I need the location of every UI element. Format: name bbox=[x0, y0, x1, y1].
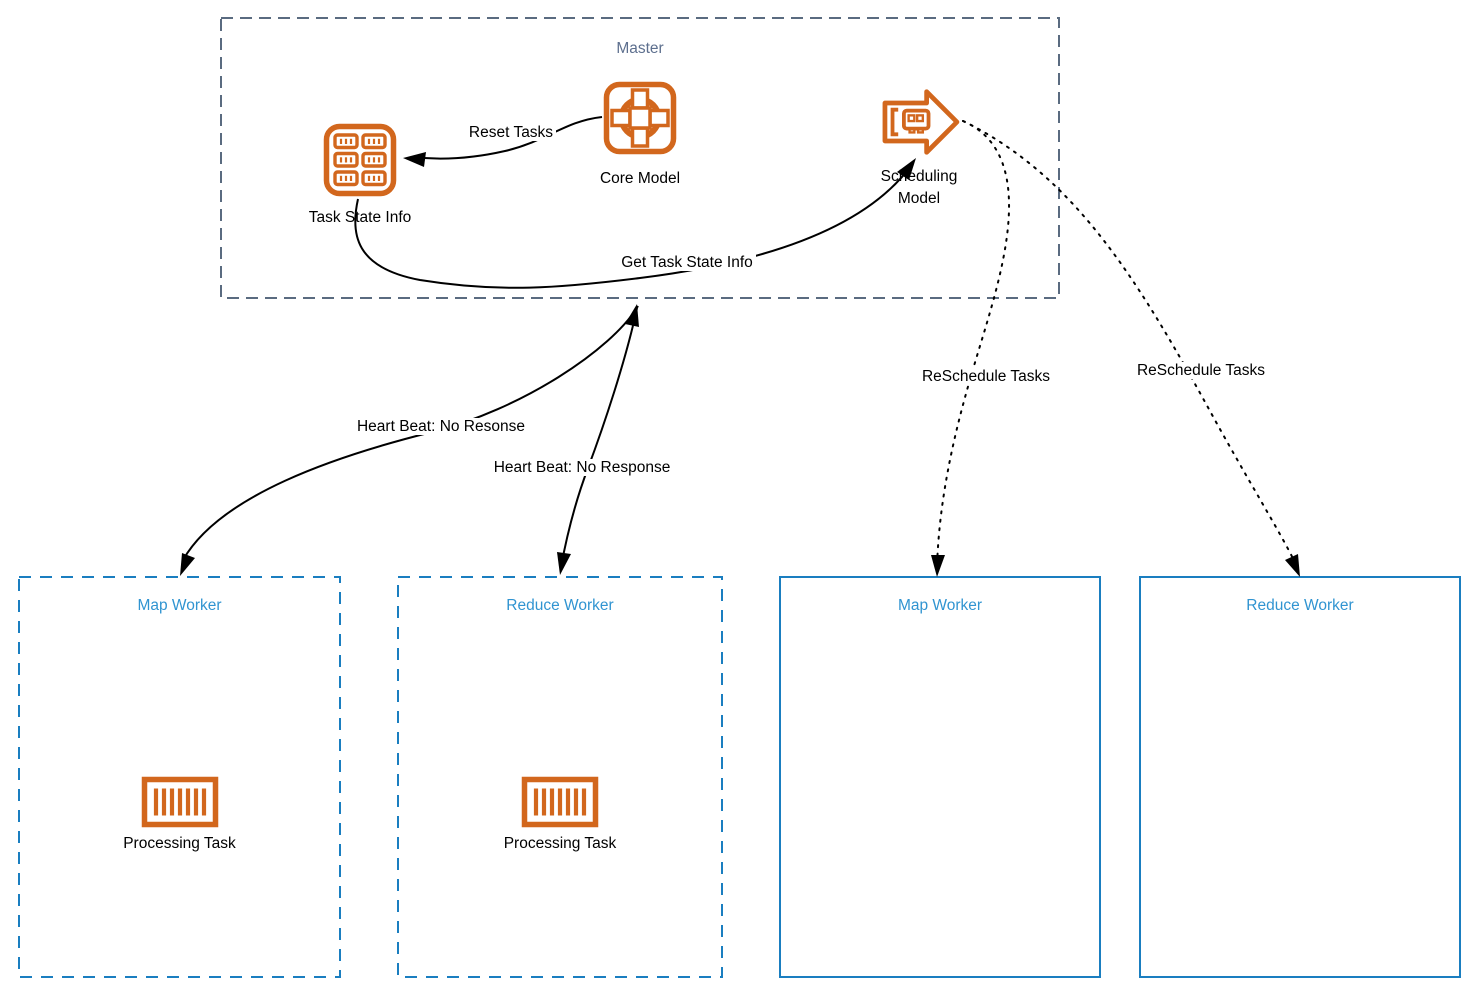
edge-label-text: Heart Beat: No Resonse bbox=[353, 418, 528, 435]
processing-task-label: Processing Task bbox=[123, 835, 236, 852]
reduce-worker-2-title: Reduce Worker bbox=[1246, 597, 1354, 614]
processing-task-label: Processing Task bbox=[503, 835, 617, 852]
task-state-info-icon bbox=[323, 123, 397, 197]
core-model-label: Core Model bbox=[599, 170, 681, 187]
scheduling-model-label: Scheduling Model bbox=[880, 168, 958, 207]
edge-label-heartbeat-reduce: Heart Beat: No Response bbox=[482, 459, 682, 477]
task-state-info-node bbox=[322, 122, 398, 203]
processing-task-icon bbox=[141, 776, 219, 833]
reduce-worker-2: Reduce Worker bbox=[1140, 577, 1460, 977]
edge-label-text: Heart Beat: No Response bbox=[490, 459, 674, 476]
edge-label-text: Get Task State Info bbox=[618, 254, 756, 271]
scheduling-model-icon bbox=[882, 89, 960, 155]
edge-label-get-task-state-info: Get Task State Info bbox=[607, 254, 767, 272]
edge-label-reschedule-map: ReSchedule Tasks bbox=[906, 368, 1066, 386]
scheduling-model-node bbox=[878, 86, 962, 163]
edge-label-text: ReSchedule Tasks bbox=[918, 368, 1054, 385]
arrowhead-reschedule-map bbox=[931, 555, 945, 577]
map-worker-2-title: Map Worker bbox=[897, 597, 983, 614]
edge-label-text: ReSchedule Tasks bbox=[1133, 362, 1269, 379]
core-model-icon bbox=[603, 81, 677, 155]
master-title: Master bbox=[616, 40, 664, 57]
edge-label-text: Reset Tasks bbox=[465, 124, 557, 141]
arrowhead-heartbeat-reduce-bottom bbox=[557, 552, 571, 575]
map-worker-2: Map Worker bbox=[780, 577, 1100, 977]
reduce-worker-1: Reduce Worker Processing Task bbox=[398, 577, 722, 977]
edge-label-reset-tasks: Reset Tasks bbox=[431, 124, 591, 142]
core-model-node bbox=[602, 80, 678, 161]
arrowhead-reschedule-reduce bbox=[1285, 554, 1300, 577]
map-worker-1-title: Map Worker bbox=[137, 597, 222, 614]
arrowhead-heartbeat-reduce-top bbox=[625, 304, 639, 327]
map-worker-1: Map Worker Processing Task bbox=[19, 577, 340, 977]
arrowhead-heartbeat-map bbox=[180, 553, 195, 576]
edge-label-reschedule-reduce: ReSchedule Tasks bbox=[1121, 362, 1281, 380]
arrow-heartbeat-reduce bbox=[560, 307, 638, 568]
processing-task-icon bbox=[521, 776, 599, 833]
task-state-info-label: Task State Info bbox=[308, 209, 412, 226]
edge-label-heartbeat-map: Heart Beat: No Resonse bbox=[341, 418, 541, 436]
reduce-worker-1-title: Reduce Worker bbox=[506, 597, 614, 614]
master-group: Master Task bbox=[221, 18, 1059, 298]
